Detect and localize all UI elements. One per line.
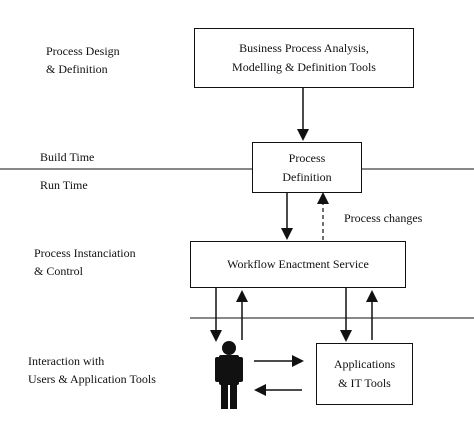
box-applications-line1: Applications xyxy=(333,357,396,371)
label-process-design-line2: & Definition xyxy=(46,62,108,76)
label-process-instanciation: Process Instanciation & Control xyxy=(34,244,136,280)
box-enactment-service: Workflow Enactment Service xyxy=(190,241,406,288)
label-interaction: Interaction with Users & Application Too… xyxy=(28,352,156,388)
box-analysis-tools: Business Process Analysis, Modelling & D… xyxy=(194,28,414,88)
label-interaction-line2: Users & Application Tools xyxy=(28,372,156,386)
label-interaction-line1: Interaction with xyxy=(28,354,105,368)
box-analysis-tools-line1: Business Process Analysis, xyxy=(239,41,369,55)
person-silhouette-icon xyxy=(215,341,243,409)
label-process-instanciation-line1: Process Instanciation xyxy=(34,246,136,260)
label-process-design: Process Design & Definition xyxy=(46,42,120,78)
box-process-definition: Process Definition xyxy=(252,142,362,193)
box-enactment-service-line1: Workflow Enactment Service xyxy=(227,257,369,271)
label-process-design-line1: Process Design xyxy=(46,44,120,58)
label-run-time: Run Time xyxy=(40,178,88,192)
box-process-definition-line2: Definition xyxy=(282,169,332,184)
box-analysis-tools-line2: Modelling & Definition Tools xyxy=(232,60,376,74)
box-applications: Applications & IT Tools xyxy=(316,343,413,405)
label-process-instanciation-line2: & Control xyxy=(34,264,84,278)
box-applications-line2: & IT Tools xyxy=(338,376,391,390)
label-build-time: Build Time xyxy=(40,150,95,164)
label-process-changes: Process changes xyxy=(344,211,423,225)
box-process-definition-line1: Process xyxy=(288,150,326,165)
